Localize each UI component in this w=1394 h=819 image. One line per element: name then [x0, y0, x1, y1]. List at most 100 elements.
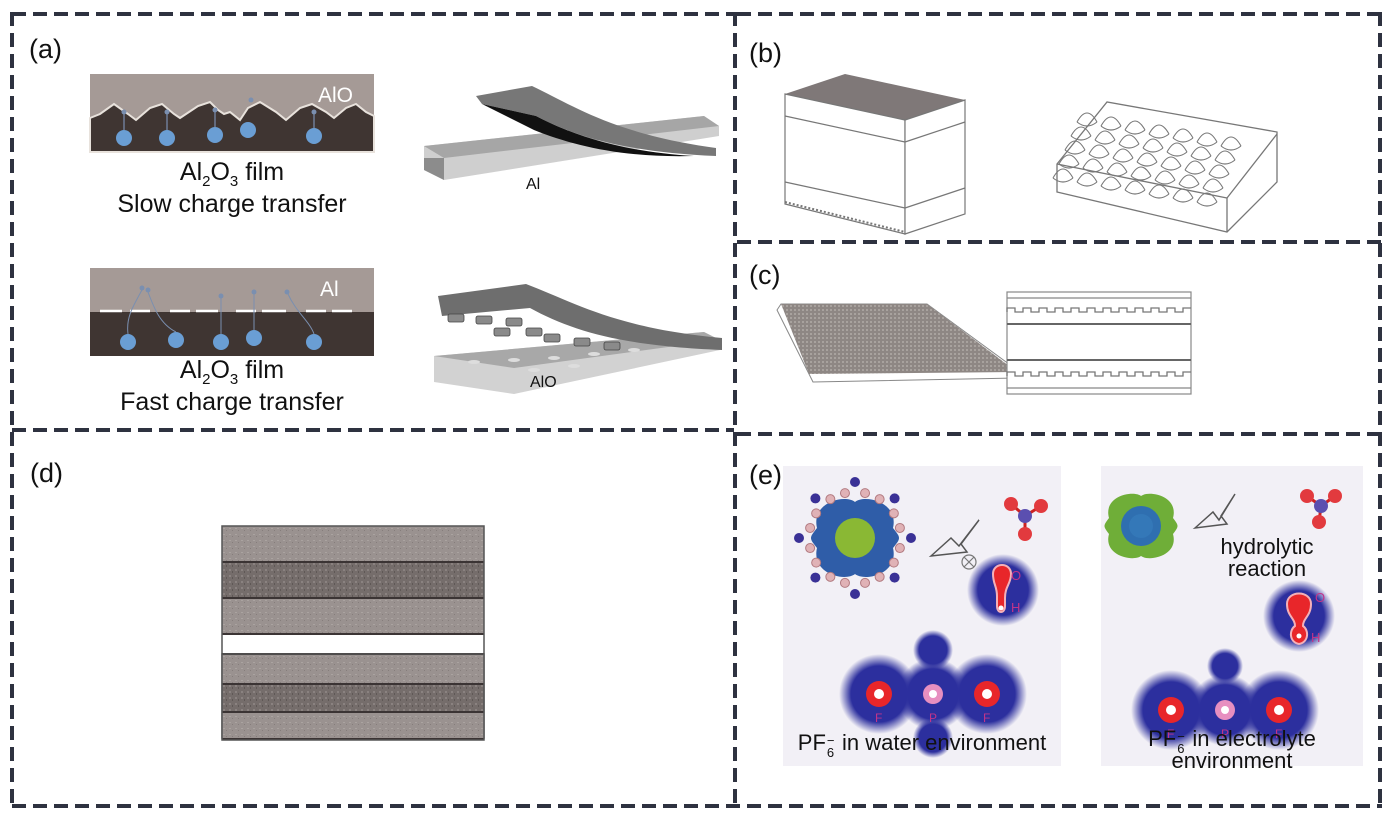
corrugation-cell — [1076, 112, 1098, 127]
hydrolytic-annotation-line1: hydrolytic — [1220, 534, 1314, 559]
corrugation-cell — [1052, 168, 1074, 183]
water-molecule — [874, 557, 900, 583]
fast-model-label: AlO — [530, 374, 557, 391]
water-environment-diagram: O H F P F — [794, 477, 1048, 758]
atom-label-o: O — [1315, 590, 1325, 605]
corrugation-cell — [1070, 126, 1092, 141]
corrugation-cell — [1166, 142, 1188, 157]
hydrolysis-arrow — [1192, 493, 1236, 530]
layered-block-model — [784, 74, 966, 235]
corrugation-cell — [1190, 146, 1212, 161]
water-molecule — [839, 477, 871, 499]
atom-label-f2: F — [983, 711, 990, 725]
slow-caption-line2: Slow charge transfer — [117, 190, 347, 218]
panel-a-label: (a) — [29, 34, 62, 64]
corrugation-cell — [1142, 138, 1164, 153]
border-top-left — [12, 12, 734, 16]
corrugation-cell — [1094, 130, 1116, 145]
wavy-laminate-model — [1006, 291, 1192, 395]
corrugation-cell — [1172, 128, 1194, 143]
water-molecule — [794, 522, 816, 554]
corrugation-cell — [1208, 164, 1230, 179]
corrugation-cell — [1160, 156, 1182, 171]
electrolyte-environment-caption: PF−6 in electrolyte — [1148, 726, 1316, 757]
corrugation-cell — [1088, 144, 1110, 159]
panel-b: (b) — [737, 16, 1378, 240]
corrugation-cell — [1064, 140, 1086, 155]
corrugation-cell — [1106, 162, 1128, 177]
atom-label-f2: F — [1275, 727, 1282, 741]
solvated-cation — [1104, 493, 1178, 559]
corrugation-cell — [1100, 116, 1122, 131]
panel-e-label: (e) — [749, 460, 782, 490]
water-molecule — [874, 493, 900, 519]
fast-peeling-model — [434, 284, 722, 394]
fast-caption-line2: Fast charge transfer — [120, 388, 344, 416]
corrugation-cell — [1172, 188, 1194, 203]
border-bottom — [12, 804, 1382, 808]
slow-layer-label: AlO — [318, 84, 354, 107]
corrugation-cell — [1220, 136, 1242, 151]
corrugation-cell — [1202, 178, 1224, 193]
atom-label-f1: F — [1167, 727, 1174, 741]
border-a-d-divider — [12, 428, 734, 432]
water-molecule — [839, 577, 871, 599]
water-molecule — [810, 493, 836, 519]
corrugation-cell — [1214, 150, 1236, 165]
corrugation-cell — [1076, 172, 1098, 187]
atom-label-h: H — [1311, 630, 1320, 645]
corrugation-cell — [1148, 184, 1170, 199]
slow-peeling-model — [424, 86, 719, 180]
atom-label-o: O — [1011, 568, 1021, 583]
border-top-right — [737, 12, 1382, 16]
corrugation-cell — [1130, 166, 1152, 181]
corrugation-cell — [1184, 160, 1206, 175]
small-molecule — [1004, 497, 1048, 541]
panel-e: (e) — [737, 436, 1378, 804]
border-middle — [733, 12, 737, 808]
corrugation-cell — [1136, 152, 1158, 167]
electrolyte-environment-diagram: O H F P F — [1104, 489, 1342, 750]
small-molecule — [1300, 489, 1342, 529]
textured-plate-model — [776, 303, 1018, 383]
panel-c: (c) — [737, 244, 1378, 432]
atom-label-p: P — [929, 711, 937, 725]
fast-layer-label: Al — [320, 278, 339, 301]
fast-transfer-cross-section — [90, 268, 374, 356]
electrolyte-environment-caption-line2: environment — [1171, 748, 1293, 773]
corrugated-surface-model — [1052, 101, 1278, 233]
border-c-e-divider — [737, 432, 1382, 436]
corrugation-cell — [1196, 192, 1218, 207]
corrugation-cell — [1196, 132, 1218, 147]
panel-d: (d) — [14, 432, 732, 804]
corrugation-cell — [1124, 180, 1146, 195]
border-left — [10, 12, 14, 808]
hydrolytic-annotation-line2: reaction — [1227, 556, 1307, 581]
multilayer-stack-lower — [221, 653, 485, 741]
corrugation-cell — [1124, 120, 1146, 135]
panel-b-label: (b) — [749, 38, 782, 68]
corrugation-cell — [1100, 176, 1122, 191]
panel-a: (a) AlO Al2O3 film Slow charge transfer … — [14, 16, 732, 426]
hydrated-cation — [794, 477, 916, 599]
approach-arrow — [928, 519, 980, 558]
atom-label-p: P — [1221, 727, 1229, 741]
corrugation-cell — [1058, 154, 1080, 169]
atom-label-h: H — [1011, 600, 1020, 615]
water-environment-caption: PF−6 in water environment — [797, 730, 1047, 761]
water-molecule — [810, 557, 836, 583]
corrugation-cell — [1148, 124, 1170, 139]
panel-d-label: (d) — [30, 458, 63, 488]
corrugation-cell — [1154, 170, 1176, 185]
border-right — [1378, 12, 1382, 808]
corrugation-cell — [1112, 148, 1134, 163]
corrugation-cell — [1118, 134, 1140, 149]
panel-c-label: (c) — [749, 260, 781, 290]
slow-transfer-cross-section — [89, 74, 375, 153]
atom-label-f1: F — [875, 711, 882, 725]
water-molecule — [894, 522, 916, 554]
fast-caption-line1: Al2O3 film — [179, 356, 285, 388]
slow-model-label: Al — [526, 176, 541, 193]
slow-caption-line1: Al2O3 film — [179, 158, 285, 190]
border-b-c-divider — [737, 240, 1382, 244]
